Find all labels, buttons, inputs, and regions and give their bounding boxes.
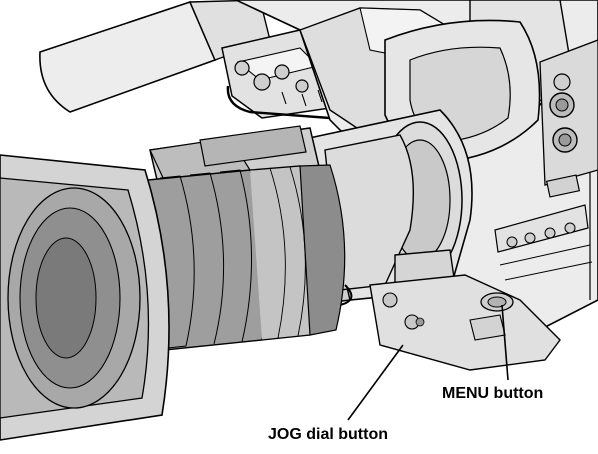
menu-button-callout: MENU button <box>442 385 544 402</box>
lens-rings <box>147 164 346 351</box>
lens-hood <box>0 154 170 441</box>
jog-dial-button-callout: JOG dial button <box>268 426 388 443</box>
jog-leader-line <box>347 344 404 421</box>
side-controls <box>494 39 598 281</box>
mic-holder <box>221 29 333 120</box>
lower-body <box>369 274 561 371</box>
menu-leader-line <box>501 304 509 381</box>
